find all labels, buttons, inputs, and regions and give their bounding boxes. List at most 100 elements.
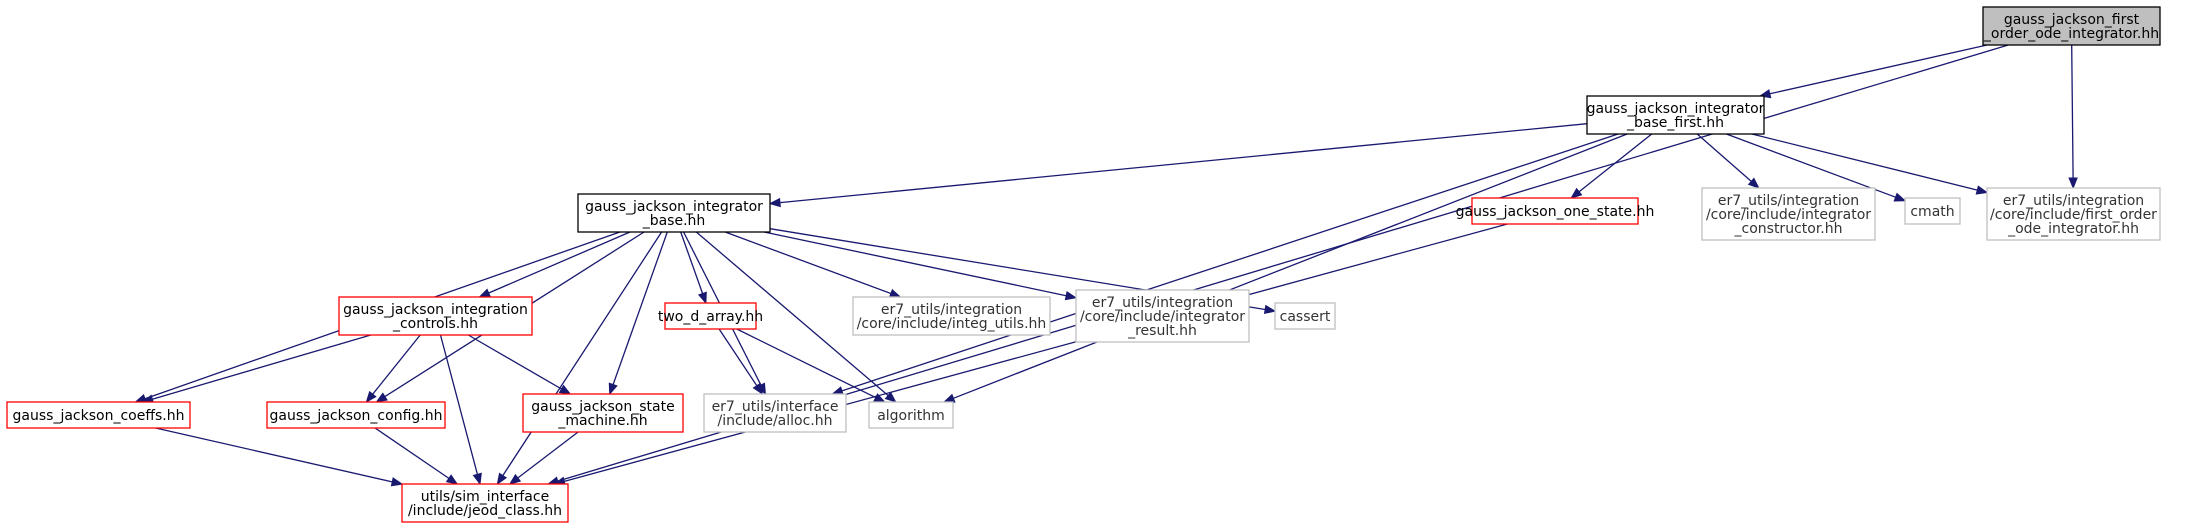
edge-base_first-to-alloc	[831, 133, 1619, 396]
nodes-layer: gauss_jackson_first_order_ode_integrator…	[6, 6, 2161, 523]
edge-arrowhead	[942, 393, 956, 403]
edge-base_first-to-first_order	[1751, 133, 1989, 195]
node-label: /core/include/first_order	[1990, 207, 2157, 223]
node-box	[1904, 197, 1961, 225]
node-state-machine[interactable]: gauss_jackson_state_machine.hh	[522, 393, 684, 433]
node-cassert[interactable]: cassert	[1274, 302, 1336, 330]
node-integ-utils[interactable]: er7_utils/integration/core/include/integ…	[852, 296, 1051, 336]
node-coeffs[interactable]: gauss_jackson_coeffs.hh	[6, 401, 191, 429]
node-cmath[interactable]: cmath	[1904, 197, 1961, 225]
node-label: /core/include/integ_utils.hh	[857, 316, 1047, 332]
edge-arrowhead	[445, 474, 459, 485]
node-box	[6, 401, 191, 429]
edge-base-to-algorithm	[695, 231, 897, 403]
node-label: cassert	[1280, 309, 1331, 325]
edge-line	[736, 328, 876, 399]
edge-arrowhead	[752, 382, 764, 396]
node-box	[1274, 302, 1336, 330]
edge-line	[1769, 44, 1988, 95]
node-label: gauss_jackson_one_state.hh	[1456, 204, 1655, 220]
node-integ-ctor[interactable]: er7_utils/integration/core/include/integ…	[1701, 187, 1876, 241]
edge-controls-to-config	[365, 334, 421, 404]
edge-base-to-jeod_class	[496, 231, 663, 486]
node-label: two_d_array.hh	[658, 309, 763, 325]
edge-line	[612, 231, 668, 385]
edge-line	[467, 334, 562, 390]
node-base[interactable]: gauss_jackson_integrator_base.hh	[577, 193, 771, 233]
edge-line	[2071, 44, 2074, 179]
edge-base-to-two_d	[680, 231, 707, 305]
node-box	[1986, 187, 2161, 241]
edge-base_first-to-integ_ctor	[1696, 133, 1760, 189]
edge-arrowhead	[697, 291, 707, 305]
edge-root-to-base_first	[1758, 44, 1988, 99]
node-label: utils/sim_interface	[421, 489, 549, 505]
node-box	[664, 302, 757, 330]
node-label: algorithm	[877, 408, 945, 424]
edge-line	[517, 431, 579, 479]
node-label: _ode_integrator.hh	[2007, 221, 2139, 237]
edge-state_machine-to-jeod_class	[508, 431, 579, 485]
node-box	[1701, 187, 1876, 241]
edge-line	[372, 334, 421, 395]
edge-arrowhead	[1893, 192, 1907, 202]
node-label: _base.hh	[642, 213, 706, 229]
node-label: er7_utils/integration	[2003, 193, 2144, 209]
node-label: _base_first.hh	[1626, 115, 1724, 131]
edge-arrowhead	[884, 391, 897, 403]
node-controls[interactable]: gauss_jackson_integration_controls.hh	[338, 296, 533, 336]
node-box	[1075, 289, 1250, 343]
edge-base_first-to-base	[768, 123, 1588, 208]
edge-base_first-to-one_state	[1570, 133, 1653, 199]
node-jeod-class[interactable]: utils/sim_interface/include/jeod_class.h…	[401, 483, 569, 523]
edge-line	[841, 133, 1619, 392]
edge-line	[1578, 133, 1653, 193]
edge-line	[680, 231, 704, 294]
node-label: er7_utils/integration	[1092, 295, 1233, 311]
node-label: er7_utils/integration	[881, 302, 1022, 318]
edge-arrowhead	[1064, 290, 1078, 301]
edge-line	[763, 231, 1067, 297]
edge-base-to-state_machine	[608, 231, 668, 396]
node-label: gauss_jackson_first	[2004, 12, 2140, 28]
node-label: gauss_jackson_integrator	[1587, 101, 1765, 117]
node-label: /include/jeod_class.hh	[408, 503, 562, 519]
edge-controls-to-coeffs	[141, 334, 371, 404]
node-label: _result.hh	[1127, 323, 1197, 339]
edge-line	[718, 328, 758, 387]
edge-line	[1751, 133, 1978, 191]
node-label: gauss_jackson_state	[531, 399, 674, 415]
edge-arrowhead	[558, 384, 572, 395]
edge-line	[502, 231, 663, 476]
node-root: gauss_jackson_first_order_ode_integrator…	[1982, 6, 2161, 46]
node-alloc[interactable]: er7_utils/interface/include/alloc.hh	[703, 393, 847, 433]
edge-arrowhead	[1263, 304, 1277, 315]
edge-coeffs-to-jeod_class	[155, 427, 404, 487]
node-box	[522, 393, 684, 433]
node-one-state[interactable]: gauss_jackson_one_state.hh	[1456, 197, 1655, 225]
node-box	[852, 296, 1051, 336]
edge-root-to-first_order	[2068, 44, 2078, 190]
edge-line	[374, 427, 450, 479]
edge-arrowhead	[375, 392, 388, 403]
node-label: /core/include/integrator	[1706, 207, 1871, 223]
edge-line	[488, 231, 631, 294]
node-two-d[interactable]: two_d_array.hh	[658, 302, 763, 330]
node-first-order[interactable]: er7_utils/integration/core/include/first…	[1986, 187, 2161, 241]
node-integ-result[interactable]: er7_utils/integration/core/include/integ…	[1075, 289, 1250, 343]
node-config[interactable]: gauss_jackson_config.hh	[266, 401, 446, 429]
edge-line	[152, 334, 371, 400]
node-algorithm[interactable]: algorithm	[868, 401, 954, 429]
node-box	[1982, 6, 2161, 46]
node-label: /core/include/integrator	[1080, 309, 1245, 325]
node-label: _machine.hh	[557, 413, 647, 429]
edge-line	[1726, 133, 1896, 198]
node-label: gauss_jackson_config.hh	[270, 408, 443, 424]
node-box	[401, 483, 569, 523]
edge-line	[779, 123, 1588, 204]
node-base-first[interactable]: gauss_jackson_integrator_base_first.hh	[1586, 95, 1765, 135]
edge-config-to-jeod_class	[374, 427, 459, 485]
node-label: _controls.hh	[392, 316, 478, 332]
node-label: er7_utils/integration	[1718, 193, 1859, 209]
